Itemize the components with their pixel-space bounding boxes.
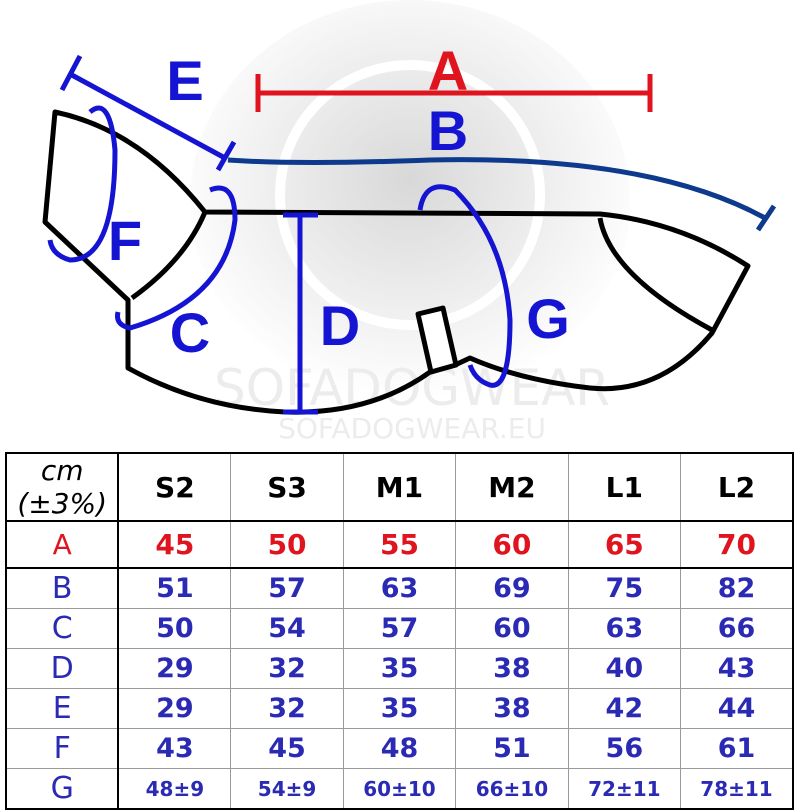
measurement-value: 43 <box>680 648 794 689</box>
size-header: S2 <box>117 452 232 522</box>
measurement-key: B <box>5 567 120 609</box>
label-f: F <box>108 209 142 272</box>
measurement-value: 66 <box>680 608 794 649</box>
measurement-value: 38 <box>455 648 569 689</box>
measurement-value: 29 <box>117 648 232 689</box>
measurement-value: 56 <box>567 728 682 769</box>
size-header: S3 <box>230 452 344 522</box>
measurement-value: 54 <box>230 608 344 649</box>
measurement-value: 42 <box>567 688 682 729</box>
measure-a <box>255 74 653 112</box>
measurement-value: 61 <box>680 728 794 769</box>
measurement-value: 69 <box>455 567 569 609</box>
measurement-value: 60 <box>455 608 569 649</box>
measurement-value: 45 <box>117 520 232 569</box>
measurement-value: 54±9 <box>230 768 344 810</box>
measurement-value: 44 <box>680 688 794 729</box>
measurement-value: 65 <box>567 520 682 569</box>
watermark-url: SOFADOGWEAR.EU <box>278 412 546 440</box>
size-header: L1 <box>567 452 682 522</box>
label-g: G <box>526 287 570 350</box>
measure-f <box>47 105 118 263</box>
measurement-value: 48 <box>342 728 457 769</box>
measurement-value: 51 <box>455 728 569 769</box>
label-c: C <box>170 301 210 364</box>
measurement-value: 78±11 <box>680 768 794 810</box>
measure-c <box>115 185 238 331</box>
measurement-value: 70 <box>680 520 794 569</box>
measurement-key: E <box>5 688 120 729</box>
size-header: L2 <box>680 452 794 522</box>
measurement-key: D <box>5 648 120 689</box>
measurement-value: 57 <box>342 608 457 649</box>
measurement-value: 35 <box>342 688 457 729</box>
measurement-value: 72±11 <box>567 768 682 810</box>
measurement-value: 40 <box>567 648 682 689</box>
label-e: E <box>166 49 203 112</box>
measurement-value: 38 <box>455 688 569 729</box>
measurement-value: 51 <box>117 567 232 609</box>
measure-d <box>283 212 318 415</box>
measurement-key: C <box>5 608 120 649</box>
logo-ring <box>275 60 545 330</box>
coat-outline <box>42 109 751 415</box>
measurement-value: 63 <box>567 608 682 649</box>
size-header: M1 <box>342 452 457 522</box>
measurement-value: 48±9 <box>117 768 232 810</box>
measurement-value: 29 <box>117 688 232 729</box>
measurement-value: 66±10 <box>455 768 569 810</box>
measurement-value: 75 <box>567 567 682 609</box>
size-diagram: SOFADOGWEAR SOFADOGWEAR.EU A B E F C D G <box>42 0 777 440</box>
measure-b <box>227 157 777 232</box>
watermark-text: SOFADOGWEAR <box>214 359 610 417</box>
label-d: D <box>320 294 360 357</box>
measurement-value: 63 <box>342 567 457 609</box>
measure-g <box>417 184 513 388</box>
label-b: B <box>428 99 468 162</box>
measurement-value: 60 <box>455 520 569 569</box>
measurement-value: 32 <box>230 688 344 729</box>
measurement-value: 82 <box>680 567 794 609</box>
measurement-key: A <box>5 520 120 569</box>
measurement-value: 55 <box>342 520 457 569</box>
measurement-key: G <box>5 768 120 810</box>
unit-label: cm (±3%) <box>5 452 120 522</box>
measure-e <box>59 54 237 172</box>
measurement-value: 45 <box>230 728 344 769</box>
measurement-value: 50 <box>117 608 232 649</box>
measurement-value: 57 <box>230 567 344 609</box>
size-header: M2 <box>455 452 569 522</box>
table-header-row: cm (±3%) S2 S3 M1 M2 L1 L2 <box>5 452 794 522</box>
measurement-value: 35 <box>342 648 457 689</box>
measurement-value: 50 <box>230 520 344 569</box>
measurement-key: F <box>5 728 120 769</box>
measurement-value: 43 <box>117 728 232 769</box>
measurement-value: 32 <box>230 648 344 689</box>
label-a: A <box>428 39 468 102</box>
measurement-value: 60±10 <box>342 768 457 810</box>
